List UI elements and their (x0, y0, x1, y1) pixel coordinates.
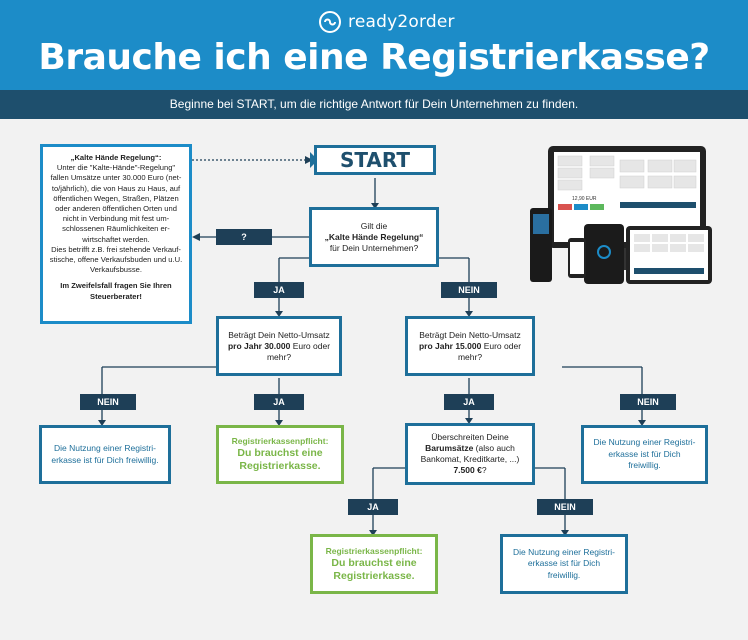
q4-text3: ? (481, 465, 487, 475)
logo-icon (319, 11, 341, 33)
q2-text1: Beträgt Dein Netto-Umsatz (228, 329, 330, 340)
result-required-1: Registrierkassenpflicht: Du brauchst ein… (216, 425, 344, 484)
q1-bold: „Kalte Hände Regelung“ (324, 231, 424, 242)
header-banner: ready2order Brauche ich eine Registrierk… (0, 0, 748, 90)
arrow-to-start (305, 156, 313, 164)
arrow-to-q4 (465, 418, 473, 424)
result-required-2: Registrierkassenpflicht: Du brauchst ein… (310, 534, 438, 594)
result-voluntary-left-text: Die Nutzung einer Registri-erkasse ist f… (51, 443, 159, 465)
result-required-1-text: Du brauchst eine Registrierkasse. (237, 447, 323, 472)
nein-tag-4: NEIN (537, 499, 593, 515)
pos-devices-illustration: 12,90 EUR (530, 146, 712, 284)
info-advice: Im Zweifelsfall fragen Sie Ihren Steuerb… (60, 281, 172, 301)
arrow-to-green-result-2 (369, 530, 377, 536)
q4-bold: Barumsätze (425, 443, 474, 453)
q4-text2: (also auch Bankomat, Kreditkarte, ...) (420, 443, 520, 464)
nein-tag-2: NEIN (80, 394, 136, 410)
q1-line3: für Dein Unternehmen? (329, 242, 419, 253)
ja-tag-4: JA (348, 499, 398, 515)
subtitle-bar: Beginne bei START, um die richtige Antwo… (0, 90, 748, 119)
arrow-to-green-result-1 (275, 420, 283, 426)
result-required-2-title: Registrierkassenpflicht: (325, 545, 423, 556)
page-title: Brauche ich eine Registrierkasse? (38, 37, 710, 78)
question-tag: ? (216, 229, 272, 245)
q3-bold: pro Jahr 15.000 (418, 340, 482, 351)
ja-tag-2: JA (254, 394, 304, 410)
arrow-to-q1 (371, 203, 379, 209)
arrow-to-q3 (465, 311, 473, 317)
nein-tag-3: NEIN (620, 394, 676, 410)
arrow-to-q2 (275, 311, 283, 317)
brand-logo: ready2order (318, 9, 455, 35)
question-kalte-haende: Gilt die „Kalte Hände Regelung“ für Dein… (309, 207, 439, 267)
arrow-to-bottom-result (561, 530, 569, 536)
start-node: START (314, 145, 436, 175)
result-voluntary-bottom: Die Nutzung einer Registri-erkasse ist f… (500, 534, 628, 594)
ja-tag-3: JA (444, 394, 494, 410)
arrow-to-left-result (98, 420, 106, 426)
q2-text2: Euro oder mehr? (266, 340, 331, 362)
arrow-to-right-result (638, 420, 646, 426)
info-examples: Dies betrifft z.B. frei stehende Verkauf… (49, 244, 183, 275)
q3-text1: Beträgt Dein Netto-Umsatz (419, 329, 521, 340)
question-umsatz-30000: Beträgt Dein Netto-Umsatz pro Jahr 30.00… (216, 316, 342, 376)
result-voluntary-left: Die Nutzung einer Registri-erkasse ist f… (39, 425, 171, 484)
q2-bold: pro Jahr 30.000 (227, 340, 291, 351)
logo-text: ready2order (348, 12, 455, 32)
q4-text1: Überschreiten Deine (431, 432, 509, 442)
q4-bold2: 7.500 € (453, 465, 482, 475)
q3-text2: Euro oder mehr? (457, 340, 522, 362)
ja-tag-1: JA (254, 282, 304, 298)
result-required-1-title: Registrierkassenpflicht: (231, 436, 329, 446)
q1-line1: Gilt die (360, 220, 388, 231)
result-required-2-text: Du brauchst eine Registrierkasse. (331, 556, 417, 582)
info-heading: „Kalte Hände Regelung“: (70, 153, 162, 162)
tablet-amount: 12,90 EUR (572, 196, 597, 202)
info-body: Unter die "Kalte-Hände"-Regelung" fallen… (50, 163, 182, 244)
kalte-haende-info-box: „Kalte Hände Regelung“: Unter die "Kalte… (40, 144, 192, 324)
result-voluntary-right: Die Nutzung einer Registri-erkasse ist f… (581, 425, 708, 484)
question-umsatz-15000: Beträgt Dein Netto-Umsatz pro Jahr 15.00… (405, 316, 535, 376)
nein-tag-1: NEIN (441, 282, 497, 298)
arrow-to-info (192, 233, 200, 241)
result-voluntary-bottom-text: Die Nutzung einer Registri-erkasse ist f… (512, 546, 616, 580)
question-barumsaetze: Überschreiten Deine Barumsätze (also auc… (405, 423, 535, 485)
result-voluntary-right-text: Die Nutzung einer Registri-erkasse ist f… (593, 437, 696, 471)
pos-terminal (584, 224, 624, 284)
